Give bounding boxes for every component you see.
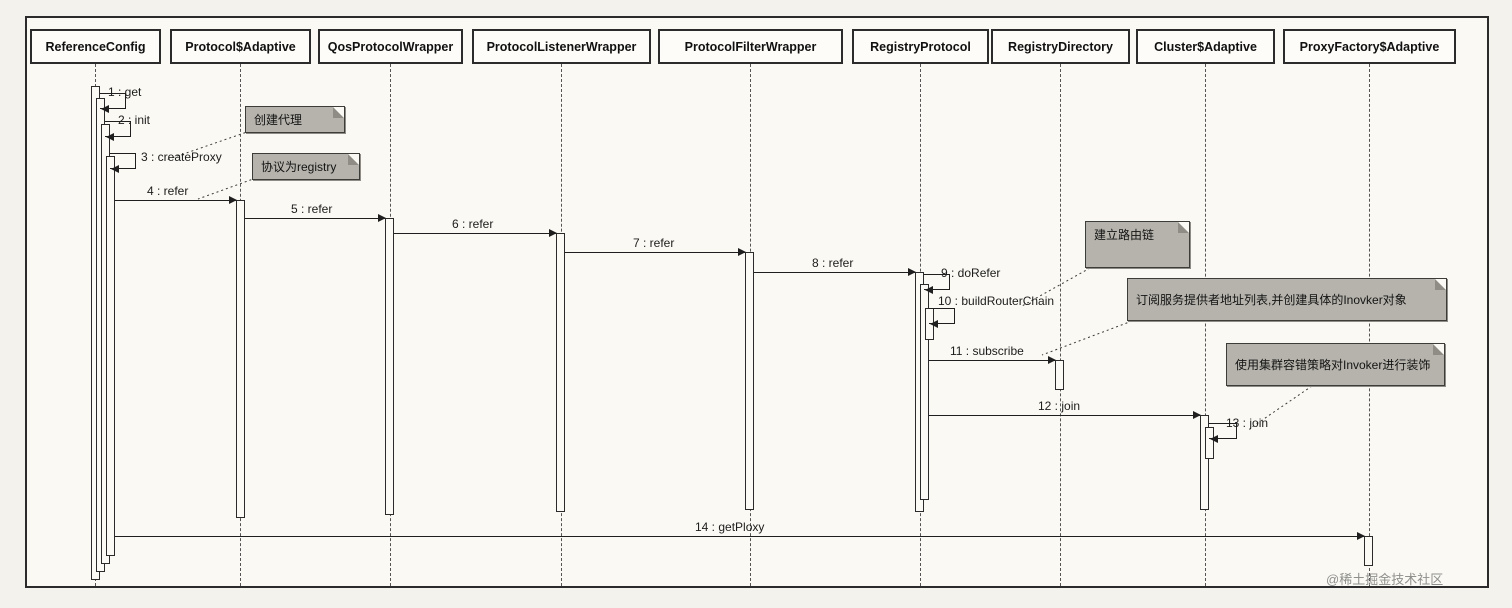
participant-label: QosProtocolWrapper bbox=[327, 39, 454, 54]
activation-bar bbox=[1200, 415, 1209, 510]
message-label: 2 : init bbox=[118, 113, 151, 127]
participant-label: ProtocolListenerWrapper bbox=[486, 39, 637, 54]
participant-qos-protocol-wrapper: QosProtocolWrapper bbox=[318, 29, 463, 64]
activation-bar bbox=[556, 233, 565, 512]
participant-reference-config: ReferenceConfig bbox=[30, 29, 161, 64]
message-label: 3 : createProxy bbox=[141, 150, 222, 164]
watermark-text: @稀土掘金技术社区 bbox=[1326, 572, 1444, 587]
message-arrow-refer-6 bbox=[394, 229, 557, 238]
activation-bar bbox=[385, 218, 394, 515]
lifeline-cluster-adaptive bbox=[1205, 64, 1206, 586]
arrow-head-icon bbox=[738, 248, 746, 257]
note-build-router-chain: 建立路由链 bbox=[1085, 221, 1190, 268]
note-cluster-decorate: 使用集群容错策略对Invoker进行装饰 bbox=[1226, 343, 1445, 386]
arrow-head-icon bbox=[101, 105, 109, 113]
message-arrow-subscribe bbox=[929, 356, 1056, 365]
participant-protocol-filter-wrapper: ProtocolFilterWrapper bbox=[658, 29, 843, 64]
self-message-loop-createproxy bbox=[110, 153, 136, 169]
participant-protocol-adaptive: Protocol$Adaptive bbox=[170, 29, 311, 64]
participant-proxy-factory-adaptive: ProxyFactory$Adaptive bbox=[1283, 29, 1456, 64]
activation-bar bbox=[1205, 427, 1214, 459]
note-text: 订阅服务提供者地址列表,并创建具体的Inovker对象 bbox=[1136, 293, 1407, 307]
message-arrow-refer-8 bbox=[754, 268, 916, 277]
arrow-head-icon bbox=[111, 165, 119, 173]
arrow-head-icon bbox=[106, 133, 114, 141]
participant-label: RegistryProtocol bbox=[870, 39, 971, 54]
note-text: 创建代理 bbox=[254, 113, 303, 127]
activation-bar bbox=[745, 252, 754, 510]
note-text: 协议为registry bbox=[261, 160, 337, 174]
message-label: 10 : buildRouterChain bbox=[938, 294, 1055, 308]
activation-bar bbox=[106, 156, 115, 556]
message-label: 12 : join bbox=[1038, 399, 1081, 413]
message-arrow-join bbox=[929, 411, 1201, 420]
message-label: 4 : refer bbox=[147, 184, 189, 198]
participant-protocol-listener-wrapper: ProtocolListenerWrapper bbox=[472, 29, 651, 64]
arrow-head-icon bbox=[549, 229, 557, 238]
self-message-loop-init bbox=[105, 121, 131, 137]
activation-bar bbox=[1055, 360, 1064, 390]
message-label: 8 : refer bbox=[812, 256, 854, 270]
participant-cluster-adaptive: Cluster$Adaptive bbox=[1136, 29, 1275, 64]
participant-registry-protocol: RegistryProtocol bbox=[852, 29, 989, 64]
activation-bar bbox=[920, 284, 929, 500]
note-protocol-registry: 协议为registry bbox=[252, 153, 360, 180]
arrow-head-icon bbox=[1210, 435, 1218, 443]
arrow-head-icon bbox=[378, 214, 386, 223]
arrow-head-icon bbox=[1193, 411, 1201, 420]
participant-label: ProxyFactory$Adaptive bbox=[1299, 39, 1440, 54]
message-arrow-refer-4 bbox=[115, 196, 237, 205]
self-message-loop-join bbox=[1209, 423, 1237, 439]
message-label: 14 : getPloxy bbox=[695, 520, 765, 534]
arrow-head-icon bbox=[908, 268, 916, 277]
message-label: 5 : refer bbox=[291, 202, 333, 216]
message-label: 1 : get bbox=[108, 85, 142, 99]
self-message-loop-buildrouterchain bbox=[929, 308, 955, 324]
activation-bar bbox=[1364, 536, 1373, 566]
participant-label: Protocol$Adaptive bbox=[185, 39, 296, 54]
message-label: 11 : subscribe bbox=[950, 344, 1024, 358]
arrow-head-icon bbox=[930, 320, 938, 328]
message-arrow-refer-5 bbox=[245, 214, 386, 223]
lifeline-registry-directory bbox=[1060, 64, 1061, 586]
participant-label: RegistryDirectory bbox=[1008, 39, 1113, 54]
message-label: 9 : doRefer bbox=[941, 266, 1001, 280]
message-label: 6 : refer bbox=[452, 217, 494, 231]
note-subscribe-invoker: 订阅服务提供者地址列表,并创建具体的Inovker对象 bbox=[1127, 278, 1447, 321]
arrow-head-icon bbox=[1357, 532, 1365, 541]
arrow-head-icon bbox=[229, 196, 237, 205]
participant-label: Cluster$Adaptive bbox=[1154, 39, 1257, 54]
note-create-proxy: 创建代理 bbox=[245, 106, 345, 133]
participant-registry-directory: RegistryDirectory bbox=[991, 29, 1130, 64]
message-arrow-getproxy bbox=[115, 532, 1365, 541]
note-text: 使用集群容错策略对Invoker进行装饰 bbox=[1235, 358, 1431, 372]
lifeline-proxy-factory-adaptive bbox=[1369, 64, 1370, 586]
note-text: 建立路由链 bbox=[1094, 228, 1155, 242]
activation-bar bbox=[236, 200, 245, 518]
message-arrow-refer-7 bbox=[565, 248, 746, 257]
self-message-loop-get bbox=[100, 93, 126, 109]
participant-label: ReferenceConfig bbox=[45, 39, 146, 54]
message-label: 7 : refer bbox=[633, 236, 675, 250]
participant-label: ProtocolFilterWrapper bbox=[684, 39, 817, 54]
self-message-loop-dorefer bbox=[924, 274, 950, 290]
arrow-head-icon bbox=[925, 286, 933, 294]
arrow-head-icon bbox=[1048, 356, 1056, 365]
message-label: 13 : join bbox=[1226, 416, 1269, 430]
